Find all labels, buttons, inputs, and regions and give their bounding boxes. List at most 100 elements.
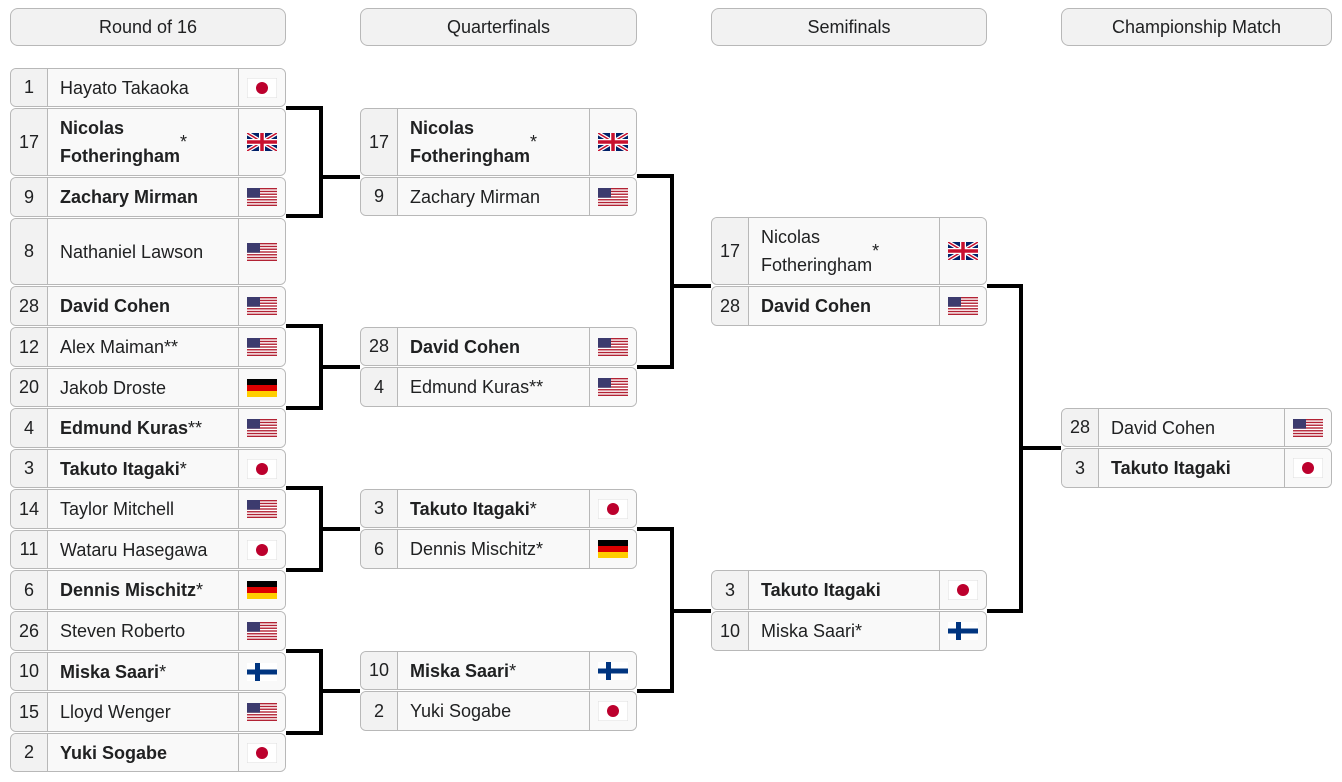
player-name-text: Takuto Itagaki [1111, 458, 1231, 478]
round-header-round-of-16: Round of 16 [10, 8, 286, 46]
team-slot: 9 Zachary Mirman [360, 177, 637, 216]
seed-number: 28 [712, 287, 749, 325]
usa-flag-icon [238, 219, 285, 284]
japan-flag-icon [238, 734, 285, 771]
seed-number: 3 [361, 490, 398, 527]
seed-number: 10 [361, 652, 398, 689]
team-slot: 15 Lloyd Wenger [10, 692, 286, 732]
bracket-connector [987, 284, 1023, 613]
team-slot: 1 Hayato Takaoka [10, 68, 286, 107]
seed-number: 28 [11, 287, 48, 325]
player-name-text: Zachary Mirman [410, 186, 541, 207]
player-note: * [872, 241, 880, 261]
seed-number: 4 [11, 409, 48, 447]
player-name-text: Nicolas Fotheringham [60, 118, 180, 166]
japan-flag-icon [1284, 449, 1331, 487]
player-name: Lloyd Wenger [48, 693, 238, 731]
seed-number: 3 [11, 450, 48, 487]
player-name-text: Zachary Mirman [60, 187, 199, 207]
player-name: Nathaniel Lawson [48, 219, 238, 284]
finland-flag-icon [939, 612, 986, 650]
player-name: Hayato Takaoka [48, 69, 238, 106]
bracket-connector [637, 174, 674, 369]
seed-number: 11 [11, 531, 48, 568]
seed-number: 4 [361, 368, 398, 406]
seed-number: 6 [361, 530, 398, 568]
player-name-text: Alex Maiman [60, 337, 165, 357]
seed-number: 1 [11, 69, 48, 106]
player-name: David Cohen [48, 287, 238, 325]
team-slot: 10 Miska Saari* [360, 651, 637, 690]
germany-flag-icon [238, 571, 285, 609]
player-name-text: Nathaniel Lawson [60, 241, 204, 262]
bracket-connector [286, 324, 323, 410]
seed-number: 3 [712, 571, 749, 609]
usa-flag-icon [1284, 409, 1331, 446]
player-name-text: Lloyd Wenger [60, 702, 171, 722]
seed-number: 17 [712, 218, 749, 284]
finland-flag-icon [589, 652, 636, 689]
usa-flag-icon [589, 368, 636, 406]
player-name: Yuki Sogabe [398, 692, 589, 730]
usa-flag-icon [939, 287, 986, 325]
team-slot: 11 Wataru Hasegawa [10, 530, 286, 569]
player-name: David Cohen [749, 287, 939, 325]
seed-number: 15 [11, 693, 48, 731]
player-note: * [196, 580, 204, 600]
player-name-text: Jakob Droste [60, 377, 167, 398]
player-name-text: Yuki Sogabe [60, 742, 168, 763]
usa-flag-icon [238, 490, 285, 528]
seed-number: 17 [11, 109, 48, 175]
usa-flag-icon [589, 328, 636, 365]
player-name-text: David Cohen [761, 296, 872, 316]
player-name: Miska Saari* [749, 612, 939, 650]
player-name-text: Steven Roberto [60, 621, 186, 641]
team-slot: 28 David Cohen [360, 327, 637, 366]
seed-number: 8 [11, 219, 48, 284]
player-note: * [509, 660, 517, 681]
bracket-connector [637, 527, 674, 693]
team-slot: 28 David Cohen [711, 286, 987, 326]
player-name: Nicolas Fotheringham* [48, 109, 238, 175]
usa-flag-icon [238, 612, 285, 650]
player-note: * [180, 132, 188, 152]
usa-flag-icon [238, 178, 285, 216]
player-name: Takuto Itagaki* [48, 450, 238, 487]
team-slot: 8 Nathaniel Lawson [10, 218, 286, 285]
seed-number: 10 [712, 612, 749, 650]
player-name-text: Miska Saari [410, 660, 510, 681]
player-name-text: Hayato Takaoka [60, 77, 189, 98]
player-name: Dennis Mischitz* [48, 571, 238, 609]
player-name-text: Takuto Itagaki [761, 580, 881, 600]
player-name-text: Miska Saari [761, 621, 856, 641]
round-header-semifinals: Semifinals [711, 8, 987, 46]
player-name-text: Wataru Hasegawa [60, 539, 208, 560]
seed-number: 9 [361, 178, 398, 215]
player-name-text: Edmund Kuras [410, 377, 530, 397]
player-name: Nicolas Fotheringham* [398, 109, 589, 175]
player-note: * [159, 661, 167, 682]
player-name: Takuto Itagaki [749, 571, 939, 609]
player-name: Edmund Kuras ** [398, 368, 589, 406]
player-note: * [855, 621, 863, 641]
player-name-text: Yuki Sogabe [410, 701, 512, 721]
uk-flag-icon [589, 109, 636, 175]
seed-number: 28 [361, 328, 398, 365]
player-name: Wataru Hasegawa [48, 531, 238, 568]
germany-flag-icon [589, 530, 636, 568]
player-note: * [530, 132, 538, 152]
bracket-connector [286, 486, 323, 572]
japan-flag-icon [589, 490, 636, 527]
player-name-text: David Cohen [410, 336, 521, 357]
seed-number: 9 [11, 178, 48, 216]
